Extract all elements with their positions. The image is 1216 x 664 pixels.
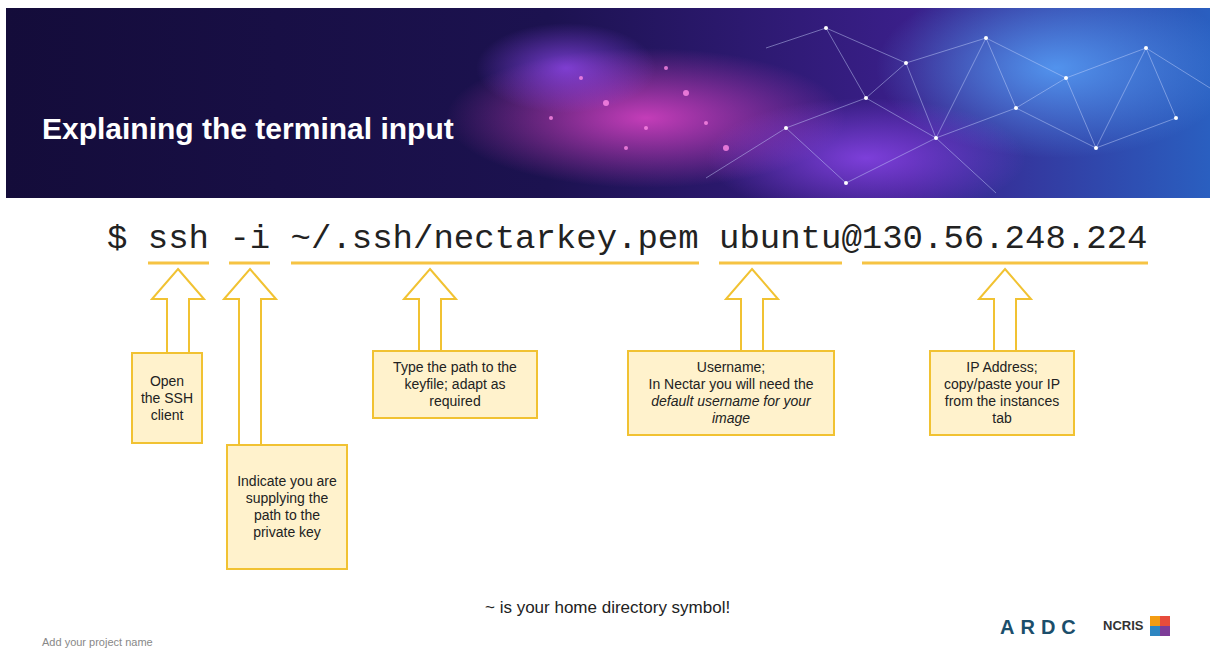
ardc-logo-text: ARDC [1000,616,1082,639]
command-part: 130.56.248.224 [862,222,1148,256]
command-part: ssh [148,222,209,256]
slide-title: Explaining the terminal input [42,112,454,146]
callout-text: In Nectar you will need the [649,376,814,392]
command-part: -i [229,222,270,256]
command-part: @ [841,222,861,256]
callout-text: IP Address; [966,359,1037,376]
callout-text: Username; [697,359,765,376]
callout-arrow [979,269,1031,352]
command-part: ubuntu [719,222,841,256]
command-part: ~/.ssh/nectarkey.pem [291,222,699,256]
footer-project: Add your project name [42,636,153,648]
command-prompt: $ [107,222,127,256]
callout-text: Type the path to the keyfile; adapt as r… [380,359,530,410]
callout-box: Type the path to the keyfile; adapt as r… [372,350,538,419]
callout-arrow [152,269,204,354]
footnote: ~ is your home directory symbol! [485,598,730,618]
callout-text: default username for your image [651,393,811,426]
callout-text: Indicate you are supplying the path to t… [234,473,340,541]
underlines [148,262,1148,265]
ncris-logo-icon [1150,616,1170,636]
callout-text: copy/paste your IP from the instances ta… [937,376,1067,427]
callout-arrow [726,269,778,352]
callout-box: Open the SSH client [131,352,203,444]
callout-box: Indicate you are supplying the path to t… [226,444,348,570]
banner-background [6,8,1210,198]
callout-arrow [224,269,276,446]
callout-box: Username;In Nectar you will need the def… [627,350,835,436]
callout-box: IP Address;copy/paste your IP from the i… [929,350,1075,436]
callout-arrow [404,269,456,352]
callout-paragraph: In Nectar you will need the default user… [635,376,827,427]
ncris-logo-text: NCRIS [1103,618,1143,633]
callout-text: Open the SSH client [139,373,195,424]
